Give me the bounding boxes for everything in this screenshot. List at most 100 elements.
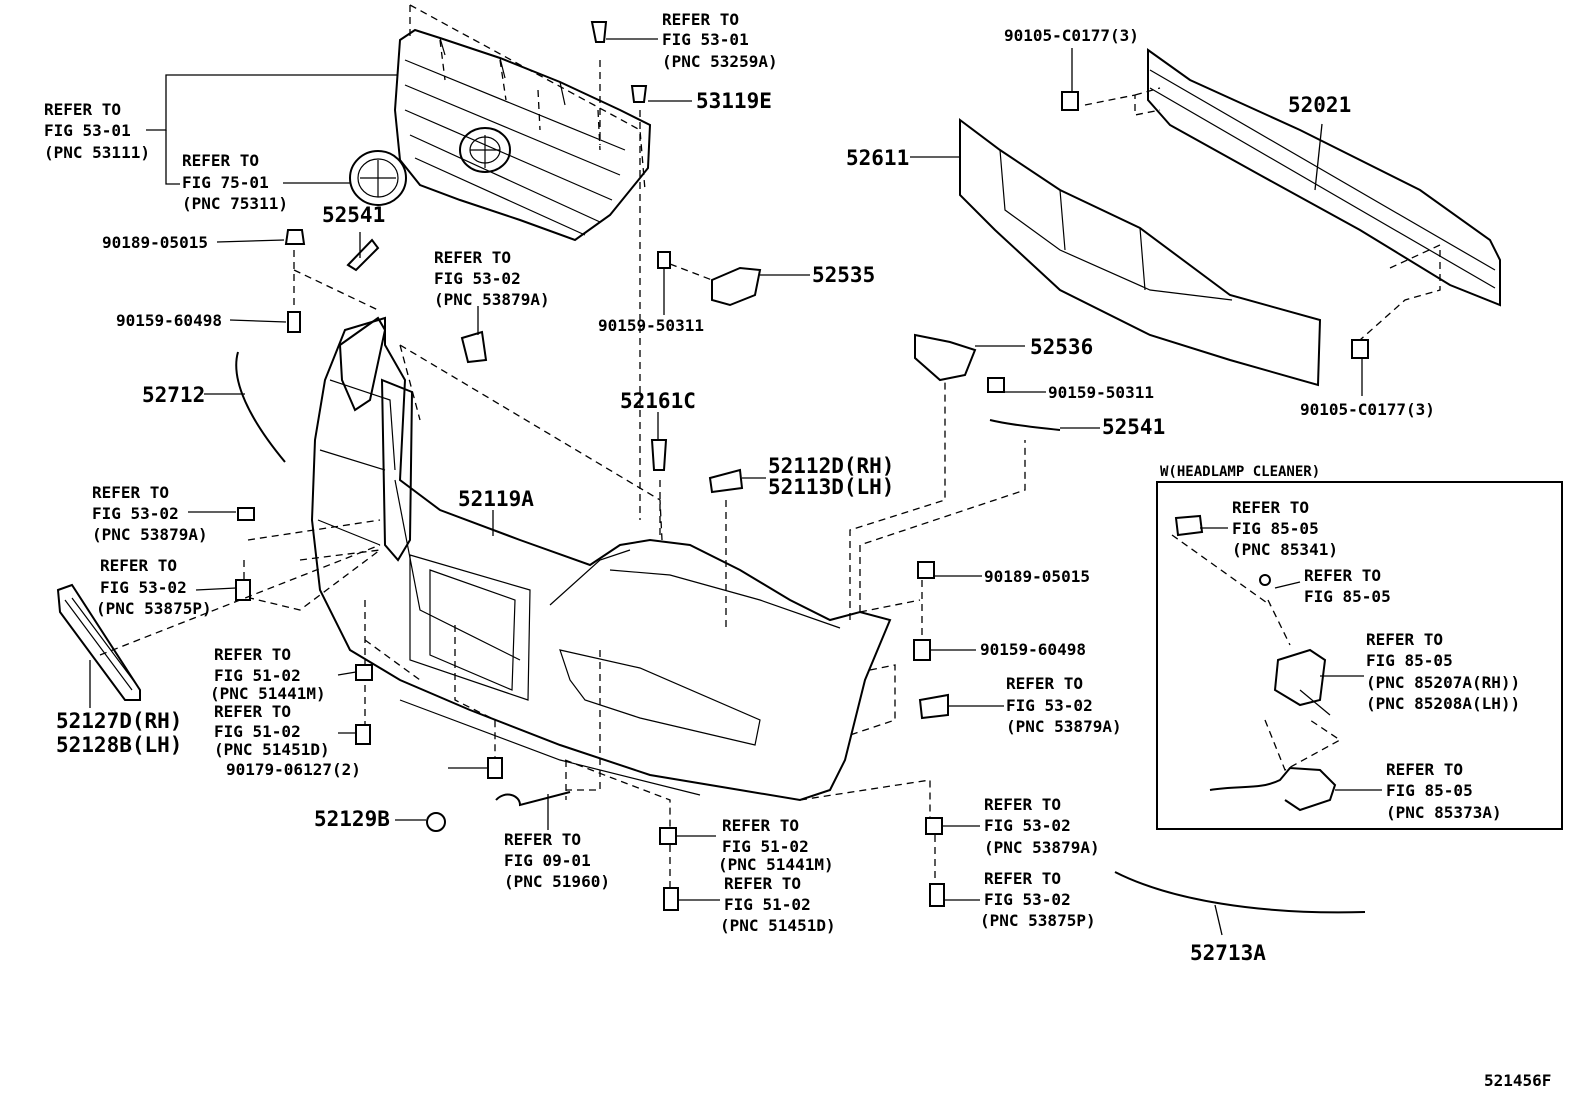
svg-text:(PNC 75311): (PNC 75311) [182, 194, 288, 213]
bracket-drawing [338, 316, 414, 562]
svg-text:(PNC 85341): (PNC 85341) [1232, 540, 1338, 559]
svg-text:FIG 75-01: FIG 75-01 [182, 173, 269, 192]
callout-53879a-top: REFER TO FIG 53-02 (PNC 53879A) [434, 248, 550, 309]
part-52161c: 52161C [620, 389, 696, 413]
callout-53879a-left: REFER TO FIG 53-02 (PNC 53879A) [92, 483, 208, 544]
svg-text:REFER TO: REFER TO [182, 151, 259, 170]
headlamp-cleaner-drawing [1174, 514, 1337, 812]
part-90105-c0177-top: 90105-C0177(3) [1004, 26, 1139, 45]
callout-85341: REFER TO FIG 85-05 (PNC 85341) [1232, 498, 1338, 559]
side-grille-drawing [56, 583, 141, 701]
svg-text:REFER TO: REFER TO [724, 874, 801, 893]
svg-text:FIG 53-02: FIG 53-02 [1006, 696, 1093, 715]
svg-text:(PNC 53879A): (PNC 53879A) [92, 525, 208, 544]
guide-lines [99, 4, 1441, 888]
emblem-drawing [349, 150, 407, 206]
svg-text:(PNC 51960): (PNC 51960) [504, 872, 610, 891]
retainer-52535-drawing [711, 266, 762, 307]
bracket-52541-top-drawing [346, 238, 380, 272]
svg-text:FIG 85-05: FIG 85-05 [1304, 587, 1391, 606]
reinforcement-drawing [1147, 48, 1501, 307]
part-52712: 52712 [142, 383, 205, 407]
callout-53875p-right: REFER TO FIG 53-02 (PNC 53875P) [980, 869, 1096, 930]
svg-text:(PNC 53259A): (PNC 53259A) [662, 52, 778, 71]
callout-51960: REFER TO FIG 09-01 (PNC 51960) [504, 830, 610, 891]
callout-85-05: REFER TO FIG 85-05 [1304, 566, 1391, 606]
strip-52713a-drawing [1114, 871, 1366, 914]
svg-text:REFER TO: REFER TO [984, 869, 1061, 888]
svg-text:FIG 51-02: FIG 51-02 [214, 722, 301, 741]
part-52129b: 52129B [314, 807, 390, 831]
part-90159-60498-right: 90159-60498 [980, 640, 1086, 659]
part-52127d: 52127D(RH) [56, 709, 182, 733]
part-52119a: 52119A [458, 487, 534, 511]
svg-text:(PNC 53879A): (PNC 53879A) [434, 290, 550, 309]
svg-text:REFER TO: REFER TO [92, 483, 169, 502]
absorber-drawing [959, 118, 1322, 387]
bracket-52541-right-drawing [989, 419, 1061, 431]
part-52535: 52535 [812, 263, 875, 287]
svg-text:FIG 85-05: FIG 85-05 [1232, 519, 1319, 538]
svg-text:(PNC 51441M): (PNC 51441M) [718, 855, 834, 874]
callout-75311: REFER TO FIG 75-01 (PNC 75311) [182, 151, 288, 213]
svg-text:REFER TO: REFER TO [1386, 760, 1463, 779]
part-90159-50311-right: 90159-50311 [1048, 383, 1154, 402]
svg-text:REFER TO: REFER TO [214, 702, 291, 721]
callout-53111: REFER TO FIG 53-01 (PNC 53111) [44, 100, 150, 162]
svg-text:FIG 51-02: FIG 51-02 [724, 895, 811, 914]
part-90159-50311-left: 90159-50311 [598, 316, 704, 335]
svg-text:(PNC 53875P): (PNC 53875P) [980, 911, 1096, 930]
svg-text:REFER TO: REFER TO [504, 830, 581, 849]
svg-text:(PNC 85373A): (PNC 85373A) [1386, 803, 1502, 822]
part-52713a: 52713A [1190, 941, 1266, 965]
svg-text:REFER TO: REFER TO [434, 248, 511, 267]
svg-text:REFER TO: REFER TO [1366, 630, 1443, 649]
callout-53879a-right: REFER TO FIG 53-02 (PNC 53879A) [1006, 674, 1122, 736]
part-90189-05015-right: 90189-05015 [984, 567, 1090, 586]
callout-51441m-left: REFER TO FIG 51-02 (PNC 51441M) [210, 645, 326, 703]
callout-51451d-mid: REFER TO FIG 51-02 (PNC 51451D) [720, 874, 836, 935]
svg-text:(PNC 53875P): (PNC 53875P) [96, 599, 212, 618]
part-52113d: 52113D(LH) [768, 475, 894, 499]
retainer-52536-drawing [914, 333, 977, 382]
svg-text:FIG 53-02: FIG 53-02 [984, 816, 1071, 835]
svg-text:(PNC 85207A(RH)): (PNC 85207A(RH)) [1366, 673, 1520, 692]
part-90189-05015-left: 90189-05015 [102, 233, 208, 252]
svg-text:FIG 53-02: FIG 53-02 [984, 890, 1071, 909]
svg-text:(PNC 53879A): (PNC 53879A) [984, 838, 1100, 857]
svg-text:REFER TO: REFER TO [44, 100, 121, 119]
bumper-cover-drawing [310, 316, 892, 802]
part-52541-right: 52541 [1102, 415, 1165, 439]
svg-text:REFER TO: REFER TO [214, 645, 291, 664]
svg-text:(PNC 51451D): (PNC 51451D) [214, 740, 330, 759]
inset-title: W(HEADLAMP CLEANER) [1160, 464, 1320, 480]
callout-51441m-mid: REFER TO FIG 51-02 (PNC 51441M) [718, 816, 834, 874]
svg-text:FIG 51-02: FIG 51-02 [722, 837, 809, 856]
svg-text:(PNC 53111): (PNC 53111) [44, 143, 150, 162]
grille-drawing [393, 28, 652, 242]
svg-text:REFER TO: REFER TO [662, 10, 739, 29]
svg-text:FIG 53-02: FIG 53-02 [92, 504, 179, 523]
svg-text:REFER TO: REFER TO [1304, 566, 1381, 585]
headlamp-cleaner-inset [1156, 481, 1563, 830]
svg-text:FIG 51-02: FIG 51-02 [214, 666, 301, 685]
svg-text:(PNC 51451D): (PNC 51451D) [720, 916, 836, 935]
svg-text:REFER TO: REFER TO [722, 816, 799, 835]
part-52536: 52536 [1030, 335, 1093, 359]
svg-text:FIG 09-01: FIG 09-01 [504, 851, 591, 870]
part-53119e: 53119E [696, 89, 772, 113]
part-52541-top: 52541 [322, 203, 385, 227]
svg-text:FIG 53-01: FIG 53-01 [662, 30, 749, 49]
callout-53879a-lower: REFER TO FIG 53-02 (PNC 53879A) [984, 795, 1100, 857]
diagram-id: 521456F [1484, 1071, 1551, 1090]
svg-text:REFER TO: REFER TO [1232, 498, 1309, 517]
moulding-52712-drawing [235, 351, 286, 463]
callout-85207a: REFER TO FIG 85-05 (PNC 85207A(RH)) (PNC… [1366, 630, 1520, 713]
part-90159-60498-left: 90159-60498 [116, 311, 222, 330]
svg-text:FIG 53-01: FIG 53-01 [44, 121, 131, 140]
svg-text:(PNC 85208A(LH)): (PNC 85208A(LH)) [1366, 694, 1520, 713]
svg-text:REFER TO: REFER TO [100, 556, 177, 575]
svg-text:FIG 85-05: FIG 85-05 [1386, 781, 1473, 800]
